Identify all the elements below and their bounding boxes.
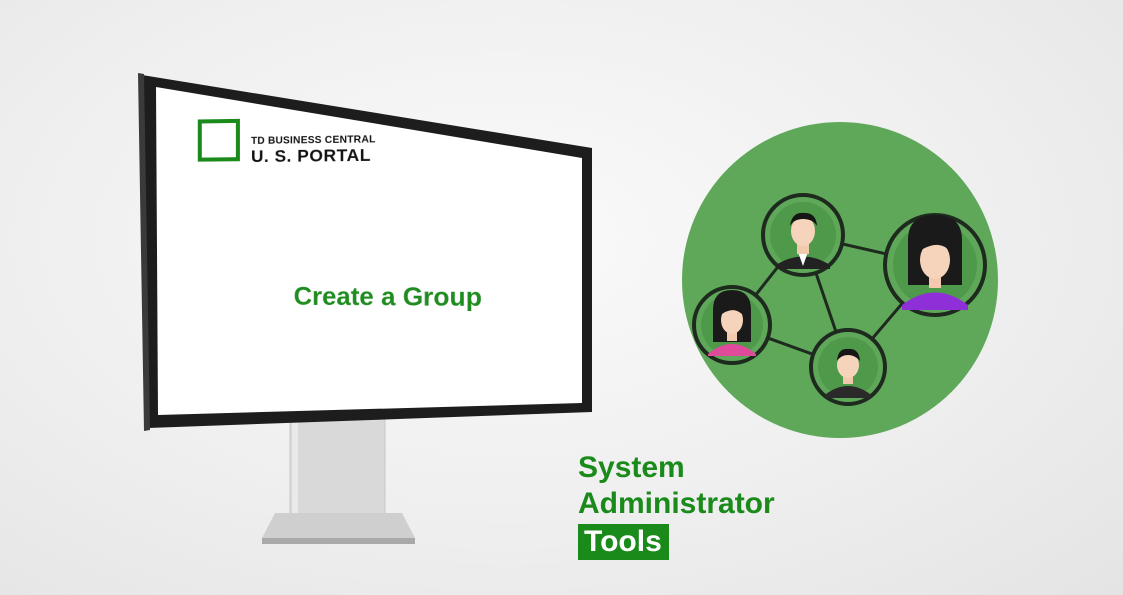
woman-in-purple-icon [883,213,987,317]
woman-in-pink-icon [692,285,772,365]
logo-square-icon [197,118,240,162]
monitor-stand-base [262,513,415,538]
screen-title: Create a Group [293,282,482,313]
tagline-line2: Administrator [578,487,775,520]
tagline-line3-badge: Tools [578,524,669,560]
tagline: System Administrator Tools [578,450,775,560]
screen-content: TD BUSINESS CENTRAL U. S. PORTAL Create … [165,82,602,424]
monitor-screen [156,87,582,415]
tagline-line1: System [578,451,685,484]
person-in-dark-icon [809,328,887,406]
network-illustration [682,122,998,438]
man-in-suit-icon [761,193,845,277]
logo-text-large: U. S. PORTAL [251,145,372,167]
monitor-stand-neck [289,414,386,516]
network-background-circle [682,122,998,438]
monitor-illustration [138,73,592,544]
